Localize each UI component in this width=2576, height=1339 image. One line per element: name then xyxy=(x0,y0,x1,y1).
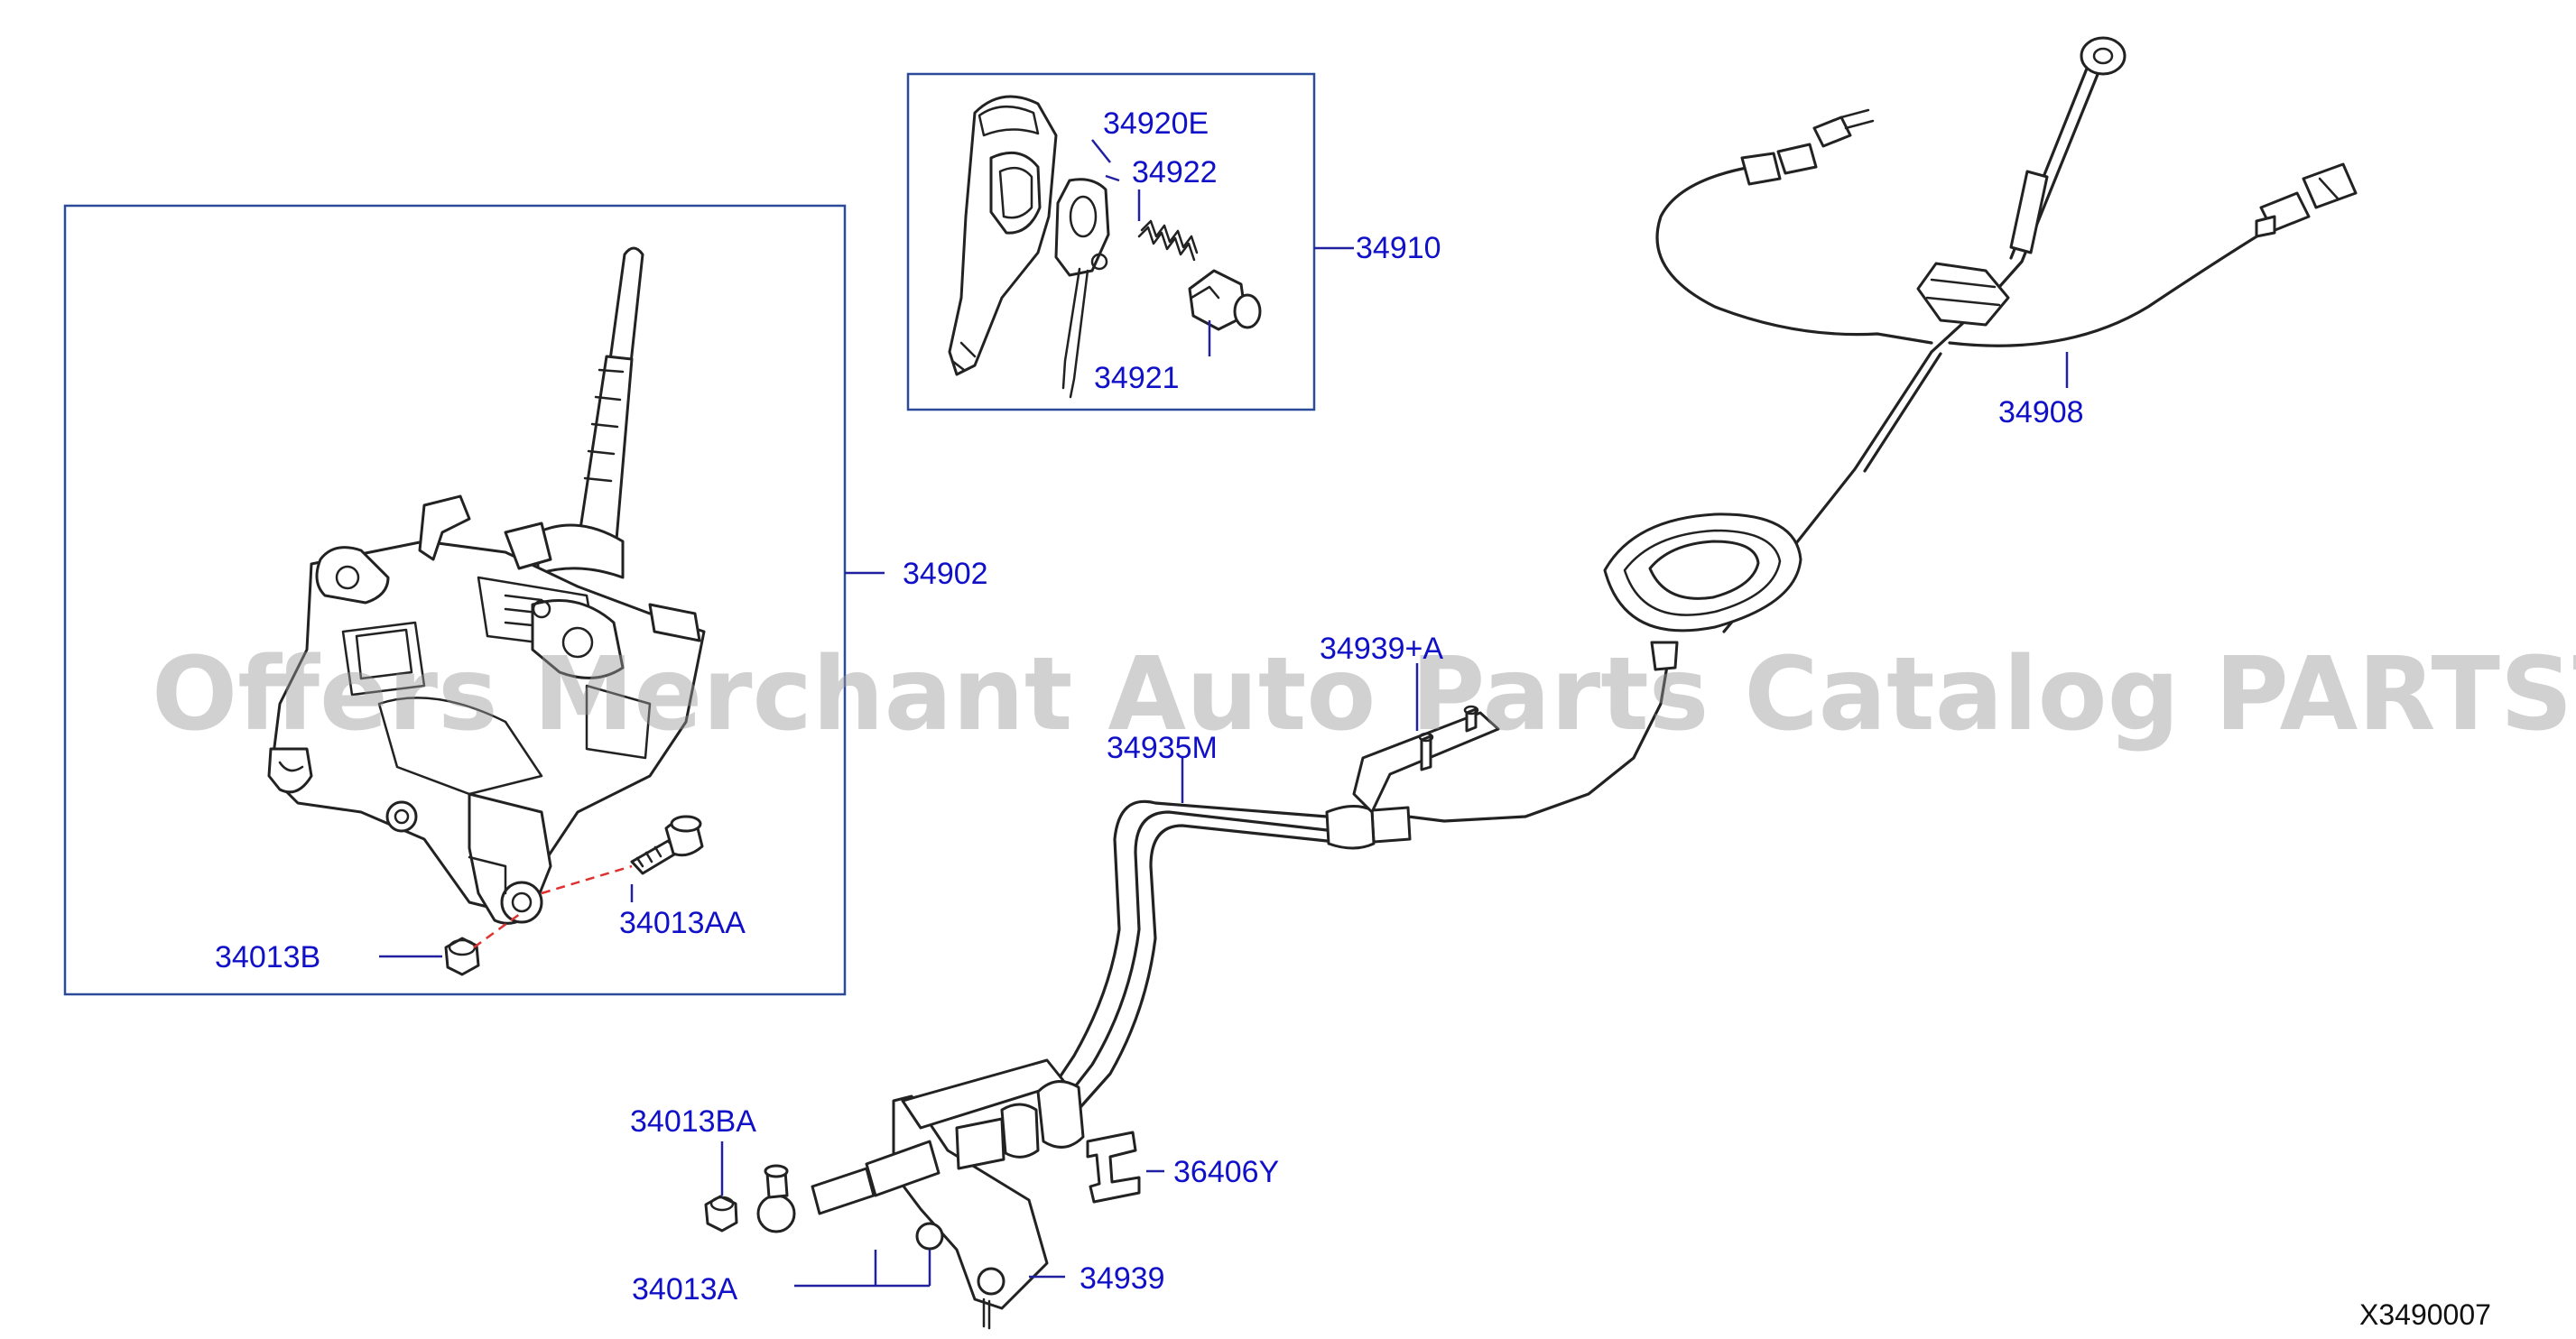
label-34908: 34908 xyxy=(1998,395,2084,429)
label-34939-plus-A: 34939+A xyxy=(1320,632,1443,666)
label-36406Y: 36406Y xyxy=(1173,1155,1279,1189)
nut-34013BA xyxy=(704,1195,738,1233)
nut-34013B xyxy=(444,937,480,976)
label-34935M: 34935M xyxy=(1107,731,1218,765)
label-34920E: 34920E xyxy=(1103,106,1209,141)
label-34922: 34922 xyxy=(1132,155,1218,189)
diagram-code: X3490007 xyxy=(2359,1298,2491,1331)
leader-lines xyxy=(379,139,2069,1288)
label-34910: 34910 xyxy=(1356,231,1441,265)
bracket-34939A xyxy=(1352,705,1500,814)
lower-cable-bracket-34939 xyxy=(756,1058,1085,1330)
bolt-alignment-line xyxy=(473,864,633,949)
label-34013A: 34013A xyxy=(632,1272,738,1307)
indicator-cable-34908 xyxy=(1655,36,2358,633)
spring-34922 xyxy=(1137,219,1199,262)
shift-cable-34935M xyxy=(1045,641,1679,1116)
clip-36406Y xyxy=(1086,1131,1141,1204)
label-34013BA: 34013BA xyxy=(630,1104,756,1139)
label-34013AA: 34013AA xyxy=(619,906,746,940)
label-34939: 34939 xyxy=(1080,1261,1165,1296)
watermark-text: Offers Merchant Auto Parts Catalog PARTS… xyxy=(152,636,2576,753)
bolt-34013AA xyxy=(630,815,704,875)
label-34013B: 34013B xyxy=(215,940,320,974)
knob-assembly-frame xyxy=(906,72,1316,411)
cable-grommet xyxy=(1603,513,1802,633)
knob-button-34920E xyxy=(1054,178,1110,399)
label-34902: 34902 xyxy=(903,557,988,591)
shift-knob xyxy=(948,95,1058,376)
shifter-assembly-frame xyxy=(63,204,847,996)
label-34921: 34921 xyxy=(1094,361,1180,395)
switch-34921 xyxy=(1188,269,1262,331)
shifter-assembly xyxy=(267,246,706,925)
